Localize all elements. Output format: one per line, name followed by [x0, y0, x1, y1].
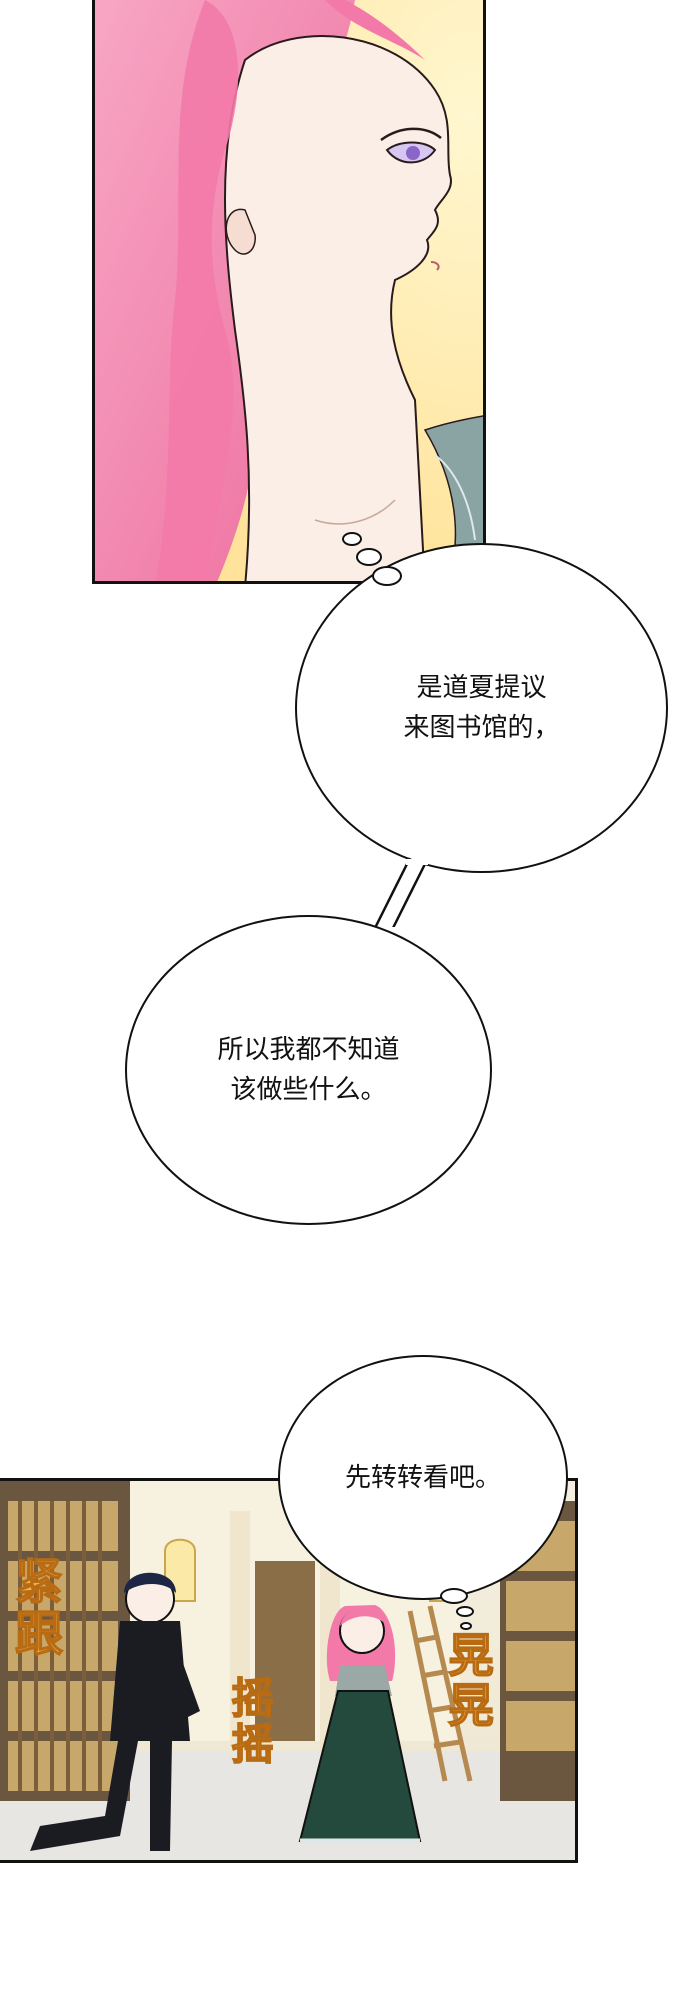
sfx-follow: 紧跟 [5, 1555, 63, 1661]
speech-text-2: 所以我都不知道 该做些什么。 [217, 1035, 400, 1105]
bottom-panel: 紧跟 摇摇 晃晃 [0, 1478, 578, 1863]
bubble-tail-dot [456, 1606, 474, 1617]
sfx-sway: 摇摇 [224, 1675, 275, 1769]
sfx-sway-right: 晃晃 [440, 1630, 496, 1732]
top-panel [92, 0, 486, 584]
man-character [30, 1572, 200, 1851]
library-scene-illustration [0, 1481, 575, 1860]
bubble-tail-dot [356, 548, 382, 566]
girl-character [298, 1605, 422, 1844]
speech-text-3: 先转转看吧。 [344, 1462, 501, 1493]
speech-text-1: 是道夏提议 来图书馆的， [403, 673, 560, 743]
speech-bubble-3: 先转转看吧。 [278, 1355, 568, 1600]
bubble-tail-dot [440, 1588, 468, 1604]
bubble-tail-dot [372, 566, 402, 586]
bubble-tail-dot [460, 1622, 472, 1630]
bubble-tail-dot [342, 532, 362, 546]
woman-profile-illustration [95, 0, 483, 581]
speech-bubble-1: 是道夏提议 来图书馆的， [295, 543, 668, 873]
speech-bubble-2: 所以我都不知道 该做些什么。 [125, 915, 492, 1225]
